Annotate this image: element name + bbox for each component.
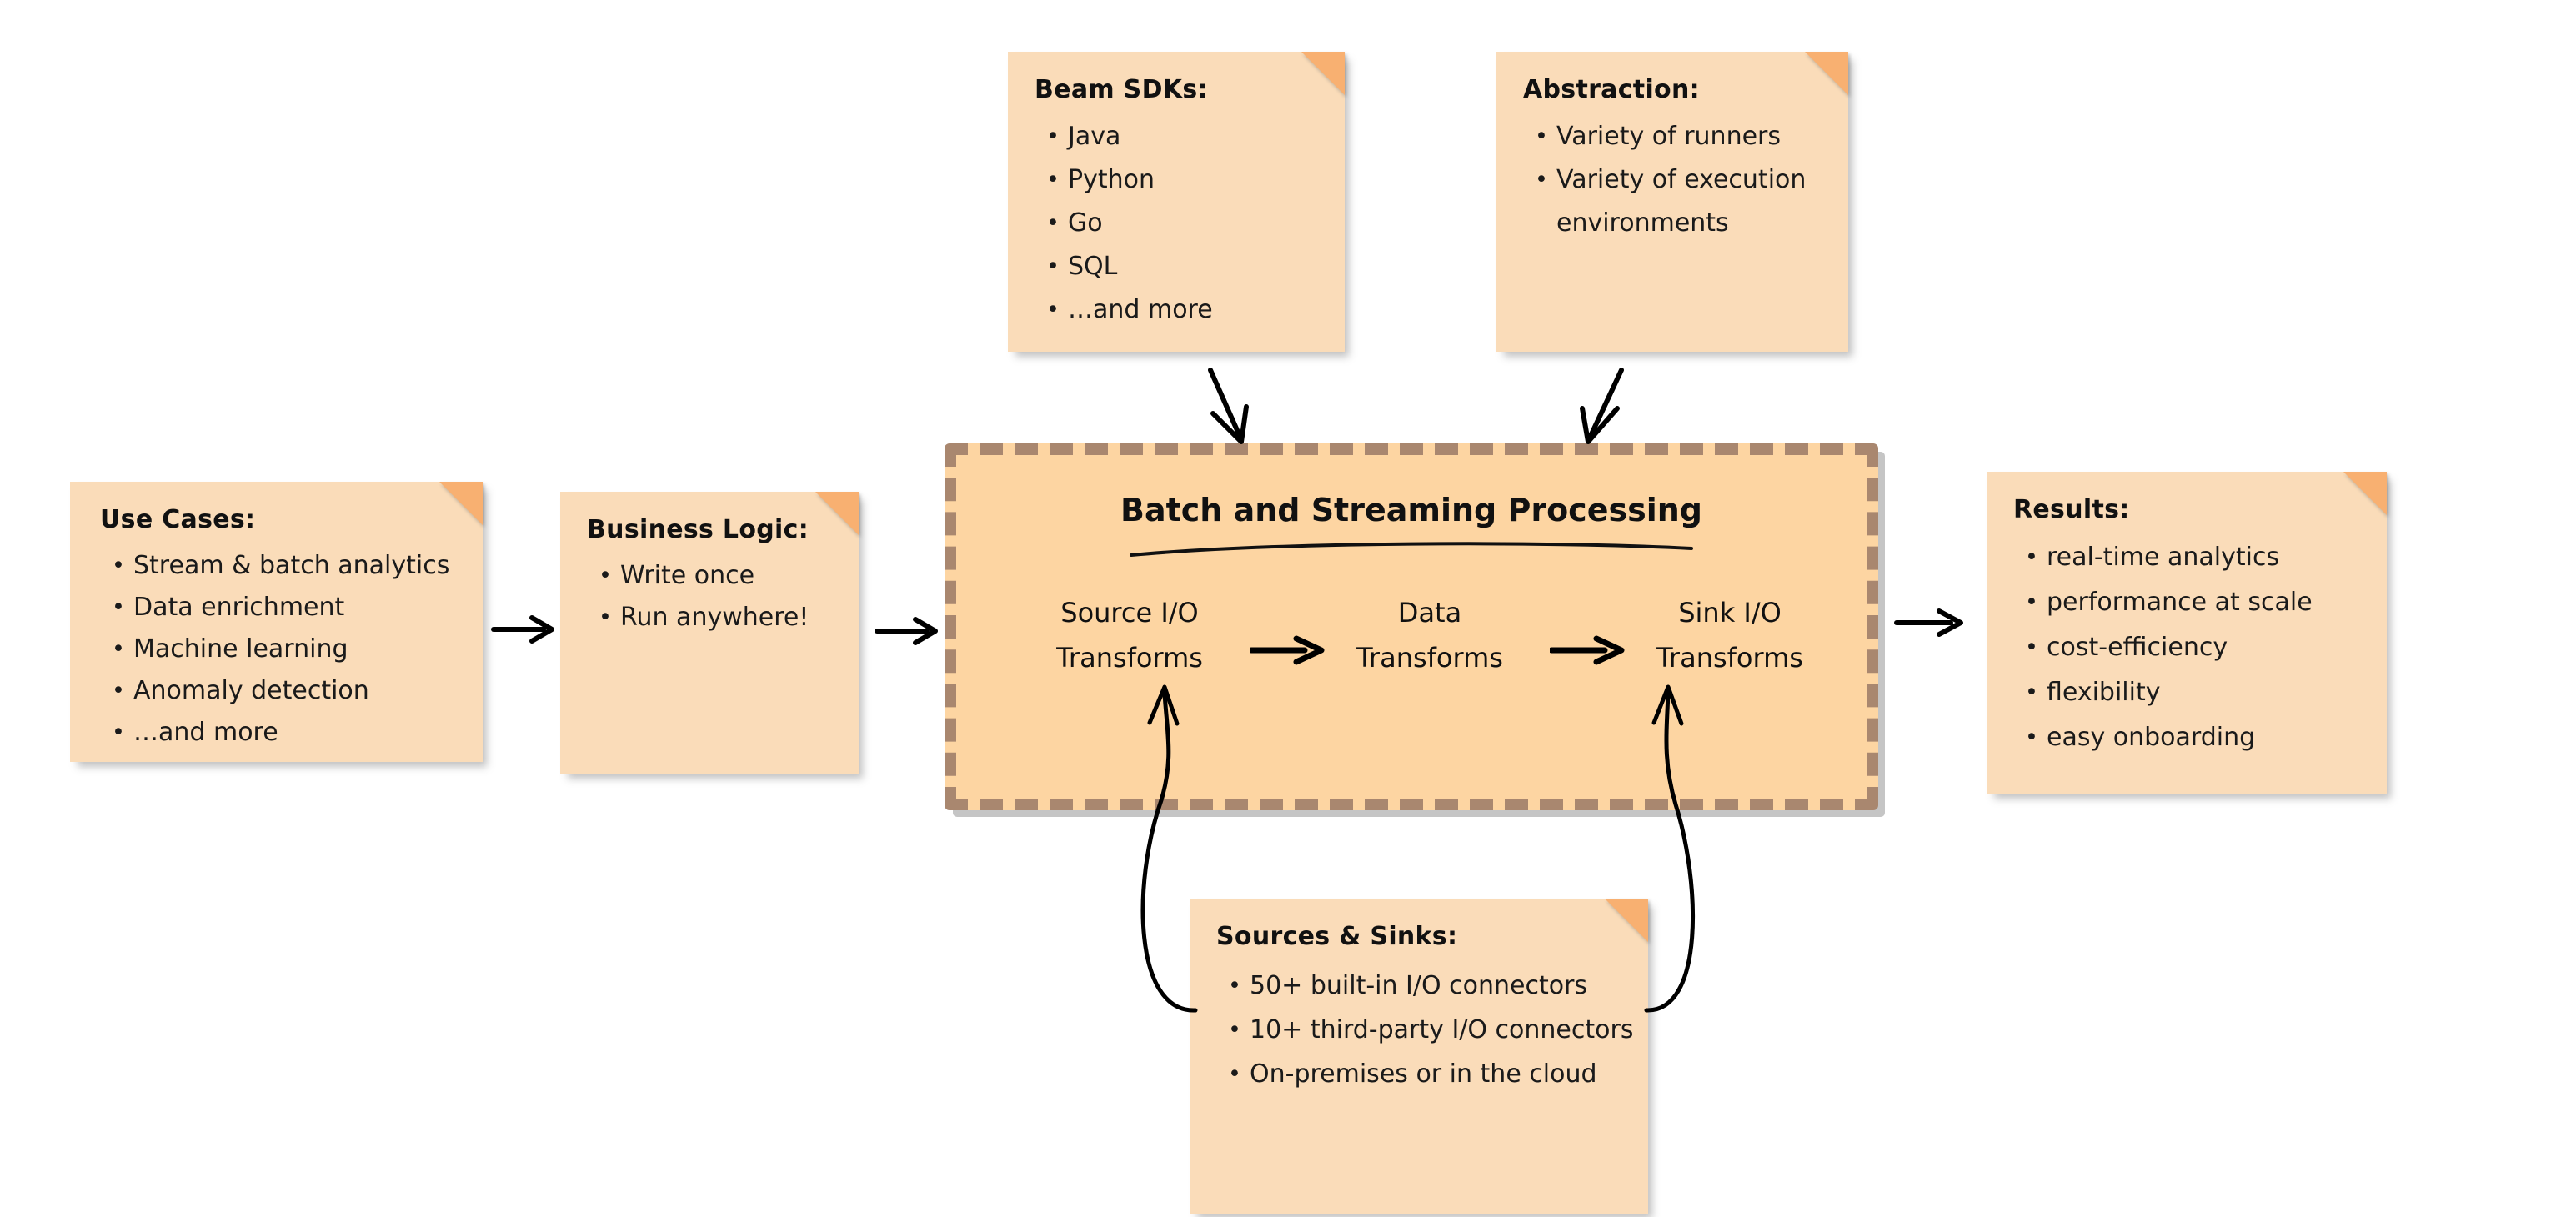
folded-corner-icon xyxy=(1605,899,1648,942)
list-item: Go xyxy=(1043,202,1213,245)
central-processing-box: Batch and Streaming Processing Source I/… xyxy=(945,443,1878,810)
folded-corner-icon xyxy=(815,492,859,535)
note-bullet-list: Stream & batch analytics Data enrichment… xyxy=(108,545,449,754)
title-underline xyxy=(1130,542,1693,557)
note-abstraction: Abstraction: Variety of runners Variety … xyxy=(1496,52,1848,352)
page-title: Batch and Streaming Processing xyxy=(1120,492,1702,528)
arrow-right-icon xyxy=(1550,635,1625,665)
list-item: real-time analytics xyxy=(2022,535,2313,580)
note-title: Use Cases: xyxy=(100,505,256,534)
note-title: Results: xyxy=(2013,495,2130,524)
note-bullet-list: 50+ built-in I/O connectors 10+ third-pa… xyxy=(1225,964,1641,1096)
note-bullet-list: Variety of runners Variety of execution … xyxy=(1531,115,1840,245)
arrow-central-to-results xyxy=(1894,608,1963,637)
list-item: 50+ built-in I/O connectors xyxy=(1225,964,1641,1008)
arrow-use-cases-to-business-logic xyxy=(491,615,554,644)
folded-corner-icon xyxy=(439,482,483,525)
list-item: Python xyxy=(1043,158,1213,202)
stage-data-transforms: Data Transforms xyxy=(1305,590,1555,680)
note-title: Business Logic: xyxy=(587,515,809,544)
note-use-cases: Use Cases: Stream & batch analytics Data… xyxy=(70,482,483,762)
note-title: Sources & Sinks: xyxy=(1216,922,1458,951)
note-title: Beam SDKs: xyxy=(1035,75,1208,104)
note-bullet-list: real-time analytics performance at scale… xyxy=(2022,535,2313,760)
note-beam-sdks: Beam SDKs: Java Python Go SQL …and more xyxy=(1008,52,1345,352)
list-item: Write once xyxy=(595,555,809,597)
list-item: Variety of runners xyxy=(1531,115,1840,158)
note-title: Abstraction: xyxy=(1523,75,1700,104)
list-item: Data enrichment xyxy=(108,587,449,629)
stage-line-1: Sink I/O xyxy=(1678,597,1782,629)
list-item: Machine learning xyxy=(108,629,449,670)
arrow-abstraction-to-central xyxy=(1580,368,1624,444)
arrow-right-icon xyxy=(1250,635,1325,665)
stage-source-io-transforms: Source I/O Transforms xyxy=(1005,590,1255,680)
list-item: …and more xyxy=(108,712,449,754)
folded-corner-icon xyxy=(2343,472,2387,515)
stage-line-2: Transforms xyxy=(1656,642,1803,674)
stage-sink-io-transforms: Sink I/O Transforms xyxy=(1605,590,1855,680)
list-item: easy onboarding xyxy=(2022,715,2313,760)
list-item: Run anywhere! xyxy=(595,597,809,639)
list-item: Stream & batch analytics xyxy=(108,545,449,587)
stage-line-1: Source I/O xyxy=(1060,597,1199,629)
folded-corner-icon xyxy=(1301,52,1345,95)
list-item: …and more xyxy=(1043,288,1213,332)
note-bullet-list: Write once Run anywhere! xyxy=(595,555,809,639)
note-business-logic: Business Logic: Write once Run anywhere! xyxy=(560,492,859,774)
list-item: flexibility xyxy=(2022,670,2313,715)
stage-line-1: Data xyxy=(1397,597,1462,629)
list-item: cost-efficiency xyxy=(2022,625,2313,670)
note-sources-and-sinks: Sources & Sinks: 50+ built-in I/O connec… xyxy=(1190,899,1648,1214)
list-item: SQL xyxy=(1043,245,1213,288)
list-item: Anomaly detection xyxy=(108,670,449,712)
list-item: On-premises or in the cloud xyxy=(1225,1052,1641,1096)
stage-line-2: Transforms xyxy=(1056,642,1203,674)
note-bullet-list: Java Python Go SQL …and more xyxy=(1043,115,1213,332)
folded-corner-icon xyxy=(1805,52,1848,95)
list-item: Java xyxy=(1043,115,1213,158)
list-item: performance at scale xyxy=(2022,580,2313,625)
list-item: Variety of execution environments xyxy=(1531,158,1840,245)
list-item: 10+ third-party I/O connectors xyxy=(1225,1008,1641,1052)
arrow-beam-sdks-to-central xyxy=(1208,368,1249,444)
stage-line-2: Transforms xyxy=(1356,642,1503,674)
note-results: Results: real-time analytics performance… xyxy=(1987,472,2387,794)
arrow-business-logic-to-central xyxy=(875,617,938,645)
